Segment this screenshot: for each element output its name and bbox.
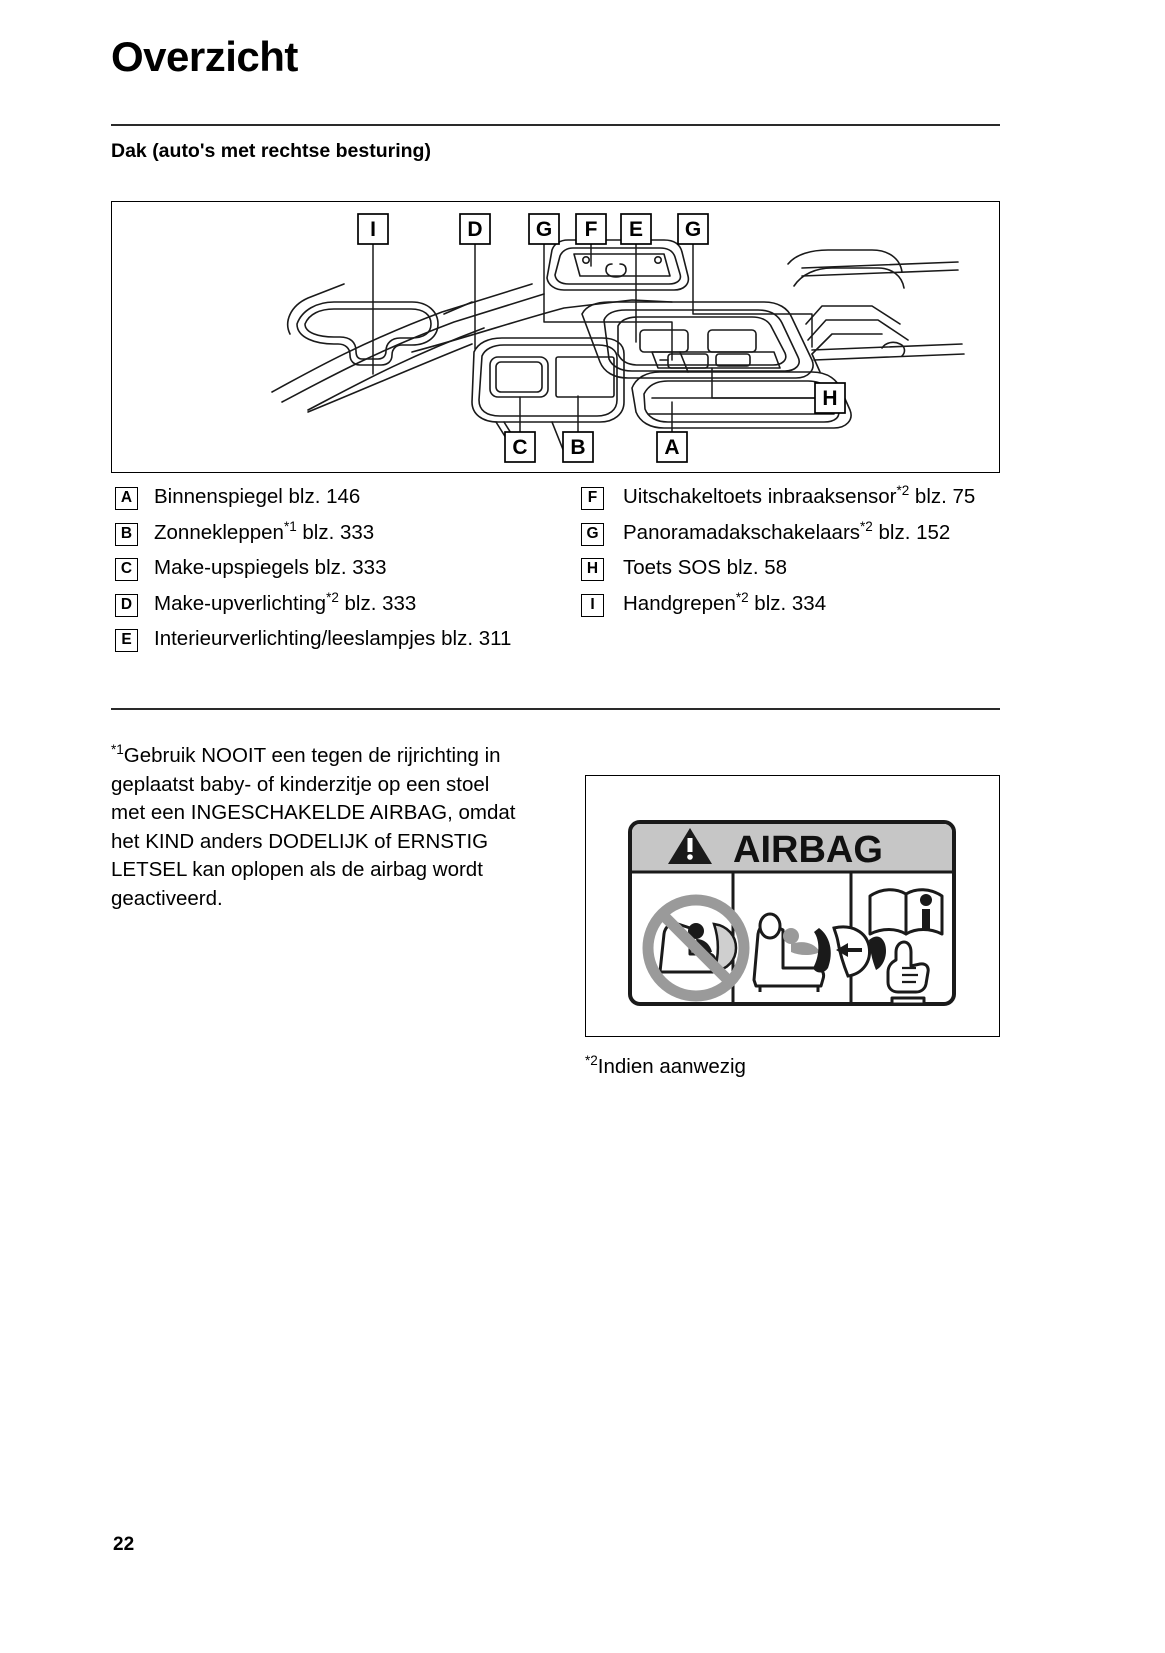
legend-label-h-text: Toets SOS blz. 58 [623,556,788,579]
legend-label-c-text: Make-upspiegels blz. 333 [154,556,387,579]
no-rear-facing-child-seat-icon [642,894,750,1002]
page-title: Overzicht [111,33,298,80]
legend-label-b: Zonnekleppen*1 blz. 333 [154,518,375,546]
roof-diagram-svg: I D G F E [271,213,965,463]
airbag-label-svg: AIRBAG [628,820,956,1006]
legend-label-g-page: blz. 152 [872,520,951,544]
legend-label-d: Make-upverlichting*2 blz. 333 [154,589,417,617]
legend-label-i: Handgrepen*2 blz. 334 [623,589,827,617]
legend-column-left: A Binnenspiegel blz. 146 B Zonnekleppen*… [115,484,555,662]
svg-text:A: A [664,436,679,459]
legend-label-i-page: blz. 334 [748,591,827,615]
svg-text:G: G [685,218,701,241]
footnote-one-marker: *1 [111,742,124,758]
legend-label-h: Toets SOS blz. 58 [623,555,787,581]
callout-C: C [504,431,536,463]
svg-text:F: F [585,218,598,241]
legend-key-c: C [115,558,138,581]
legend-label-i-text: Handgrepen [623,591,736,615]
legend-label-g: Panoramadakschakelaars*2 blz. 152 [623,518,951,546]
svg-text:H: H [822,387,837,410]
read-manual-icon [868,888,944,1006]
airbag-deployment-icon [752,912,886,992]
warning-triangle-icon [668,828,712,864]
legend-label-d-sup: *2 [326,589,339,605]
svg-text:B: B [570,436,585,459]
callout-G-right: G [677,213,709,245]
callout-H: H [814,382,846,414]
legend-label-a-text: Binnenspiegel blz. 146 [154,485,361,508]
legend-label-i-sup: *2 [735,589,749,605]
svg-text:D: D [467,218,482,241]
footnote-one: *1Gebruik NOOIT een tegen de rijrichting… [111,742,523,913]
airbag-header-band [632,824,952,872]
legend-key-f: F [581,487,604,510]
callout-I: I [357,213,389,245]
legend-key-d: D [115,593,138,617]
svg-text:I: I [370,218,376,241]
legend-item-e: E Interieurverlichting/leeslampjes blz. … [115,626,555,652]
callout-F: F [575,213,607,245]
callout-D: D [459,213,491,245]
legend: A Binnenspiegel blz. 146 B Zonnekleppen*… [111,484,1000,706]
legend-key-i: I [581,593,604,617]
svg-text:E: E [629,218,643,241]
footnote-one-text: Gebruik NOOIT een tegen de rijrichting i… [111,744,516,910]
legend-label-g-sup: *2 [860,518,873,534]
svg-text:C: C [512,436,527,459]
legend-item-i: I Handgrepen*2 blz. 334 [581,589,1011,617]
callout-G-left: G [528,213,560,245]
legend-label-f-page: blz. 75 [909,485,976,508]
legend-key-b: B [115,522,138,546]
legend-divider [111,708,1000,710]
legend-key-h: H [581,558,604,581]
title-divider [111,124,1000,126]
page-number: 22 [113,1534,135,1555]
legend-item-c: C Make-upspiegels blz. 333 [115,555,555,581]
legend-label-b-sup: *1 [283,518,297,534]
legend-label-d-text: Make-upverlichting [154,591,327,615]
legend-item-a: A Binnenspiegel blz. 146 [115,484,555,510]
legend-column-right: F Uitschakeltoets inbraaksensor*2 blz. 7… [581,484,1011,626]
section-title: Dak (auto's met rechtse besturing) [111,140,431,162]
legend-key-g: G [581,522,604,546]
figure-callouts: I D G F E [357,213,846,463]
legend-label-c: Make-upspiegels blz. 333 [154,555,386,581]
legend-key-a: A [115,487,138,510]
legend-label-f: Uitschakeltoets inbraaksensor*2 blz. 75 [623,484,975,510]
legend-label-d-page: blz. 333 [338,591,417,615]
airbag-label-figure: AIRBAG [585,775,1000,1037]
roof-diagram-figure: I D G F E [111,201,1000,473]
airbag-heading: AIRBAG [733,829,883,871]
legend-item-d: D Make-upverlichting*2 blz. 333 [115,589,555,617]
callout-A: A [656,431,688,463]
legend-label-e: Interieurverlichting/leeslampjes blz. 31… [154,626,511,652]
callout-B: B [562,431,594,463]
legend-label-b-page: blz. 333 [296,520,375,544]
footnote-two-text: Indien aanwezig [597,1055,746,1078]
legend-label-b-text: Zonnekleppen [154,520,284,544]
legend-key-e: E [115,629,138,652]
legend-item-b: B Zonnekleppen*1 blz. 333 [115,518,555,546]
svg-text:G: G [536,218,552,241]
callout-E: E [620,213,652,245]
legend-label-f-text: Uitschakeltoets inbraaksensor [623,485,897,508]
legend-label-f-sup: *2 [896,483,910,499]
legend-label-g-text: Panoramadakschakelaars [623,520,861,544]
legend-item-g: G Panoramadakschakelaars*2 blz. 152 [581,518,1011,546]
footnote-two: *2Indien aanwezig [585,1053,746,1081]
footnote-two-marker: *2 [585,1053,598,1069]
legend-label-a: Binnenspiegel blz. 146 [154,484,360,510]
legend-label-e-text: Interieurverlichting/leeslampjes blz. 31… [154,627,512,650]
legend-item-h: H Toets SOS blz. 58 [581,555,1011,581]
legend-item-f: F Uitschakeltoets inbraaksensor*2 blz. 7… [581,484,1011,510]
